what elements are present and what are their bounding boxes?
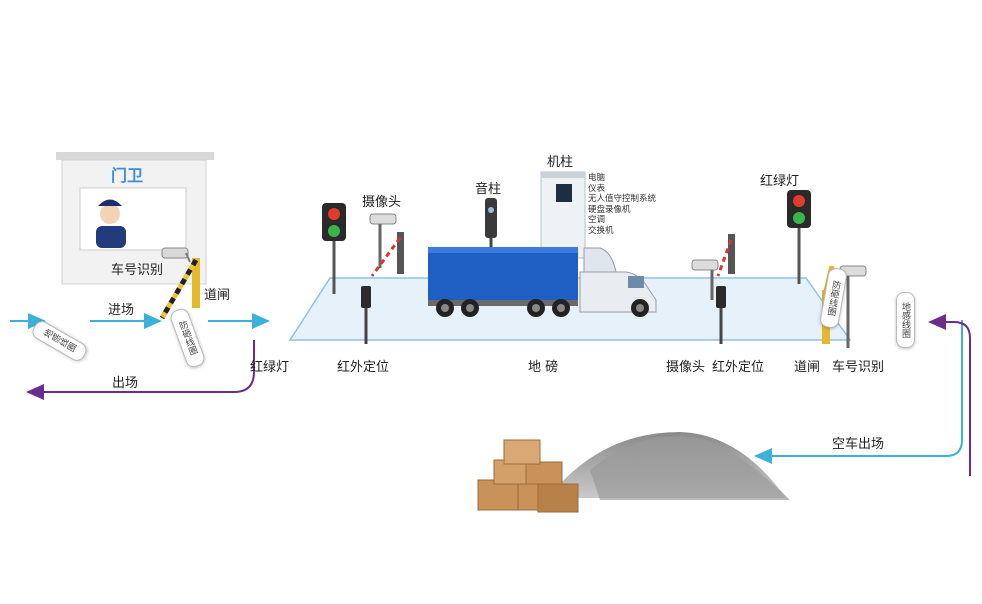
platform-barrier-right (716, 234, 735, 277)
cabinet-label: 机柱 (547, 155, 574, 170)
enter-label: 进场 (108, 303, 135, 318)
exit-arrow (26, 340, 255, 400)
speaker-post (485, 198, 497, 250)
right-camera-icon (691, 259, 719, 300)
speaker-post-label: 音柱 (475, 182, 502, 197)
infrared-left-label: 红外定位 (337, 360, 390, 375)
right-infrared-post (716, 286, 726, 344)
booth-plate-recognition-label: 车号识别 (111, 263, 164, 278)
cabinet-item: 仪表 (588, 183, 606, 194)
cabinet-item: 硬盘录像机 (588, 204, 631, 215)
cargo-boxes (477, 439, 579, 513)
cabinet-item: 交换机 (588, 225, 614, 236)
left-traffic-light (322, 203, 346, 294)
camera-right-label: 摄像头 (666, 360, 706, 375)
empty-exit-label: 空车出场 (832, 437, 885, 452)
left-camera-icon (369, 213, 397, 268)
gravel-pile (548, 432, 790, 500)
traffic-light-right-label: 红绿灯 (760, 174, 800, 189)
cabinet-item: 电脑 (588, 173, 606, 183)
platform-barrier-left (370, 232, 404, 277)
left-infrared-post (361, 286, 371, 344)
cabinet-item: 无人值守控制系统 (588, 194, 657, 204)
scale-label: 地 磅 (528, 360, 559, 375)
barrier-right-label: 道闸 (794, 360, 821, 375)
infrared-right-label: 红外定位 (712, 360, 765, 375)
exit-label: 出场 (112, 376, 139, 391)
truck (428, 247, 657, 317)
return-entry-arrow (928, 314, 971, 476)
camera-left-label: 摄像头 (362, 195, 402, 210)
cabinet-item: 空调 (588, 215, 606, 225)
traffic-light-left-label: 红绿灯 (250, 360, 290, 375)
booth-barrier-label: 道闸 (204, 288, 231, 303)
booth-barrier (159, 258, 200, 320)
booth-camera-icon (161, 247, 191, 263)
plate-recognition-right-label: 车号识别 (832, 360, 885, 375)
booth-title: 门卫 (111, 166, 144, 185)
right-traffic-light (787, 190, 811, 284)
control-cabinet (540, 171, 586, 259)
guard-booth (56, 152, 214, 285)
cabinet-item-list: 电脑 仪表 无人值守控制系统 硬盘录像机 空调 交换机 (588, 173, 656, 236)
empty-exit-arrow (754, 320, 963, 464)
sign-ground-loop-right: 地感线圈 (896, 292, 915, 348)
